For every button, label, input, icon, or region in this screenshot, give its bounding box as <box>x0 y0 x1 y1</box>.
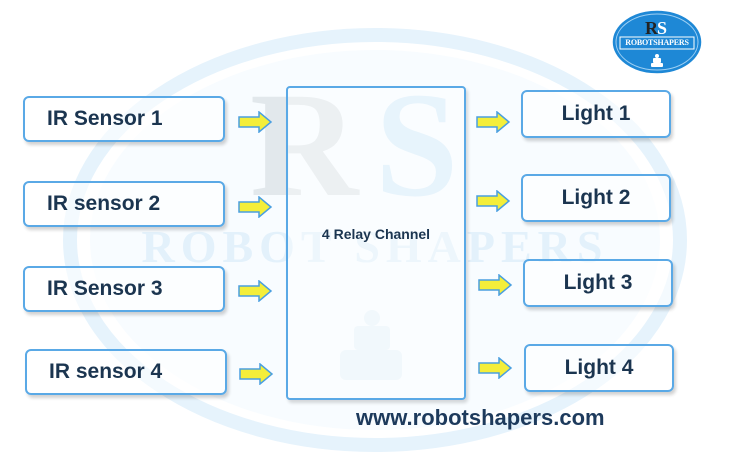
right-arrow-icon <box>238 280 273 302</box>
ir-sensor-1-box: IR Sensor 1 <box>23 96 225 142</box>
right-arrow-icon <box>238 196 273 218</box>
ir-sensor-4-label: IR sensor 4 <box>49 360 163 383</box>
robot-logo-icon <box>651 54 663 67</box>
ir-sensor-3-label: IR Sensor 3 <box>47 277 163 300</box>
robot-shapers-logo: R S <box>611 9 703 75</box>
light-4-box: Light 4 <box>524 344 674 392</box>
right-arrow-icon <box>478 357 513 379</box>
relay-channel-box <box>286 86 466 400</box>
ir-sensor-4-box: IR sensor 4 <box>25 349 227 395</box>
svg-text:S: S <box>657 18 667 38</box>
svg-text:R: R <box>645 18 659 38</box>
right-arrow-icon <box>239 363 274 385</box>
right-arrow-icon <box>476 111 511 133</box>
light-3-label: Light 3 <box>563 271 633 294</box>
light-1-box: Light 1 <box>521 90 671 138</box>
light-3-box: Light 3 <box>523 259 673 307</box>
right-arrow-icon <box>476 190 511 212</box>
relay-channel-label: 4 Relay Channel <box>321 226 431 242</box>
right-arrow-icon <box>238 111 273 133</box>
right-arrow-icon <box>478 274 513 296</box>
website-url: www.robotshapers.com <box>356 405 605 430</box>
light-4-label: Light 4 <box>564 356 634 379</box>
ir-sensor-1-label: IR Sensor 1 <box>47 107 163 130</box>
logo-name: ROBOTSHAPERS <box>625 38 689 47</box>
ir-sensor-2-box: IR sensor 2 <box>23 181 225 227</box>
ir-sensor-2-label: IR sensor 2 <box>47 192 161 215</box>
ir-sensor-3-box: IR Sensor 3 <box>23 266 225 312</box>
light-1-label: Light 1 <box>561 102 631 125</box>
light-2-label: Light 2 <box>561 186 631 209</box>
light-2-box: Light 2 <box>521 174 671 222</box>
